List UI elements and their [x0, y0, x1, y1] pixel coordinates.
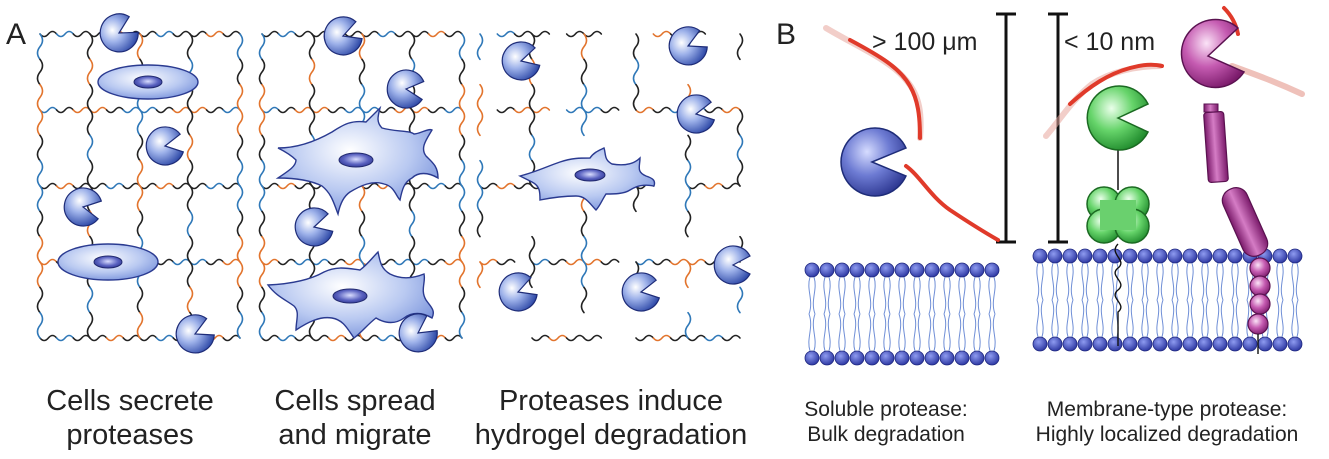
protease-icon	[60, 184, 104, 230]
caption-a2-line2: and migrate	[278, 419, 432, 452]
round-cell	[97, 64, 199, 100]
caption-b1-line1: Soluble protease:	[804, 398, 968, 421]
spread-cell	[517, 147, 656, 211]
scale-label-small: < 10 nm	[1064, 28, 1155, 56]
scale-bar-large	[996, 12, 1016, 244]
substrate-fiber-right	[1043, 6, 1305, 139]
caption-b1-line2: Bulk degradation	[807, 422, 965, 446]
protease-icon	[385, 67, 426, 111]
protease-icon	[290, 203, 336, 251]
round-cell	[57, 243, 159, 281]
spread-cell	[266, 250, 435, 339]
lipid-bilayer-left	[804, 262, 1000, 366]
spread-cell	[275, 105, 439, 217]
protease-icon	[92, 7, 144, 60]
scale-bar-small	[1048, 12, 1068, 244]
protease-icon	[142, 123, 186, 169]
soluble-protease-icon	[840, 127, 908, 197]
caption-b2-line1: Membrane-type protease:	[1046, 398, 1288, 421]
caption-a3-line2: hydrogel degradation	[474, 419, 748, 452]
hydrogel-network-1	[36, 30, 244, 342]
panel-b-label: B	[776, 18, 796, 51]
caption-a1-line2: proteases	[66, 419, 194, 452]
caption-b2-line2: Highly localized degradation	[1035, 422, 1299, 446]
protease-icon	[493, 267, 542, 317]
caption-a1: Cells secrete proteases	[14, 384, 246, 452]
protease-icon	[169, 308, 220, 360]
protease-icon	[713, 245, 751, 285]
panel-a-label: A	[6, 18, 26, 51]
protease-icon	[318, 11, 367, 61]
caption-a3-line1: Proteases induce	[498, 385, 724, 417]
caption-a3: Proteases induce hydrogel degradation	[456, 384, 766, 452]
protease-icon	[662, 20, 713, 72]
panel-a2-cells	[266, 105, 439, 339]
protease-icon	[618, 269, 662, 315]
scale-label-large: > 100 μm	[872, 28, 977, 56]
caption-b1: Soluble protease: Bulk degradation	[776, 398, 996, 448]
hydrogel-network-3	[476, 30, 744, 342]
protease-icon	[497, 37, 543, 85]
caption-b2: Membrane-type protease: Highly localized…	[1012, 398, 1322, 448]
substrate-fiber-left	[823, 25, 1000, 242]
panel-a3-cells	[517, 147, 656, 211]
caption-a1-line1: Cells secrete	[46, 385, 214, 417]
caption-a2-line1: Cells spread	[274, 385, 436, 417]
protease-icon	[673, 91, 717, 137]
gpi-anchored-protease-icon	[1086, 85, 1150, 346]
panel-a1-cells	[57, 64, 199, 281]
caption-a2: Cells spread and migrate	[250, 384, 460, 452]
membrane-type-protease-icon	[1180, 18, 1271, 354]
lipid-bilayer-right	[1032, 248, 1303, 352]
